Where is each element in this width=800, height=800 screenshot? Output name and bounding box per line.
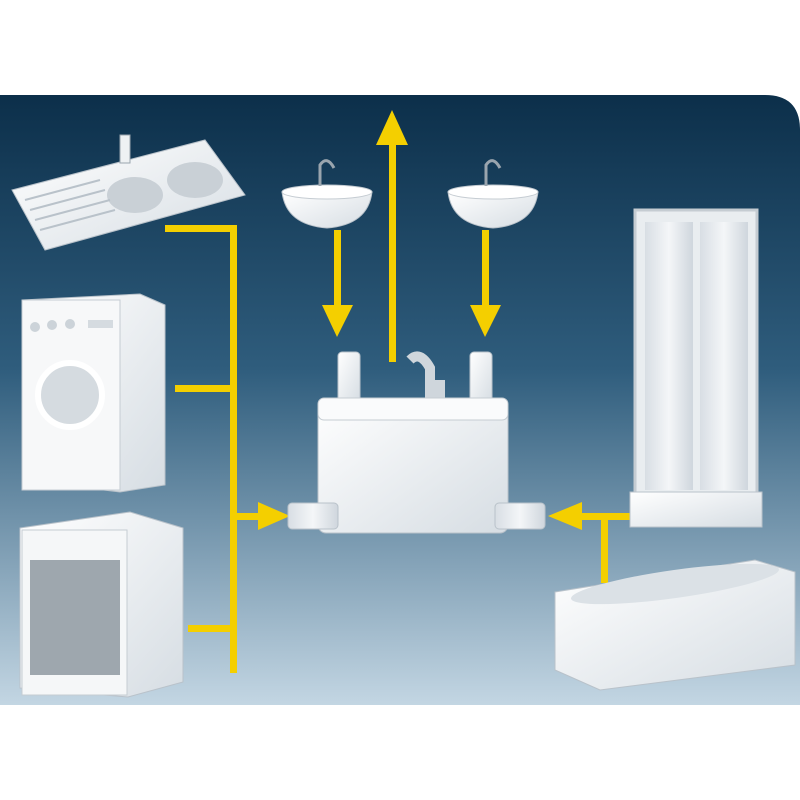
main-collector-pipe bbox=[230, 225, 237, 673]
flow-arrows bbox=[165, 110, 630, 673]
dishwasher bbox=[19, 511, 184, 698]
dishwasher-branch bbox=[188, 625, 237, 632]
discharge-line bbox=[389, 140, 396, 362]
right-inlet-arrowhead bbox=[548, 502, 582, 530]
washbasin-right bbox=[447, 159, 539, 229]
bathtub-line bbox=[601, 513, 608, 583]
basin-right-line bbox=[482, 230, 489, 310]
basin-right-arrowhead bbox=[470, 305, 501, 337]
basin-left-arrowhead bbox=[322, 305, 353, 337]
left-inlet-arrowhead bbox=[258, 502, 290, 530]
basin-left-line bbox=[334, 230, 341, 310]
discharge-arrowhead bbox=[376, 110, 408, 145]
macerator-pump bbox=[287, 351, 546, 534]
bathtub bbox=[554, 559, 796, 691]
washbasin-left bbox=[281, 159, 373, 229]
shower-cabin bbox=[629, 208, 763, 528]
sink-branch bbox=[165, 225, 237, 232]
left-inlet-line bbox=[237, 513, 262, 520]
kitchen-sink bbox=[11, 134, 246, 251]
washer-branch bbox=[175, 385, 237, 392]
washing-machine bbox=[21, 293, 166, 493]
